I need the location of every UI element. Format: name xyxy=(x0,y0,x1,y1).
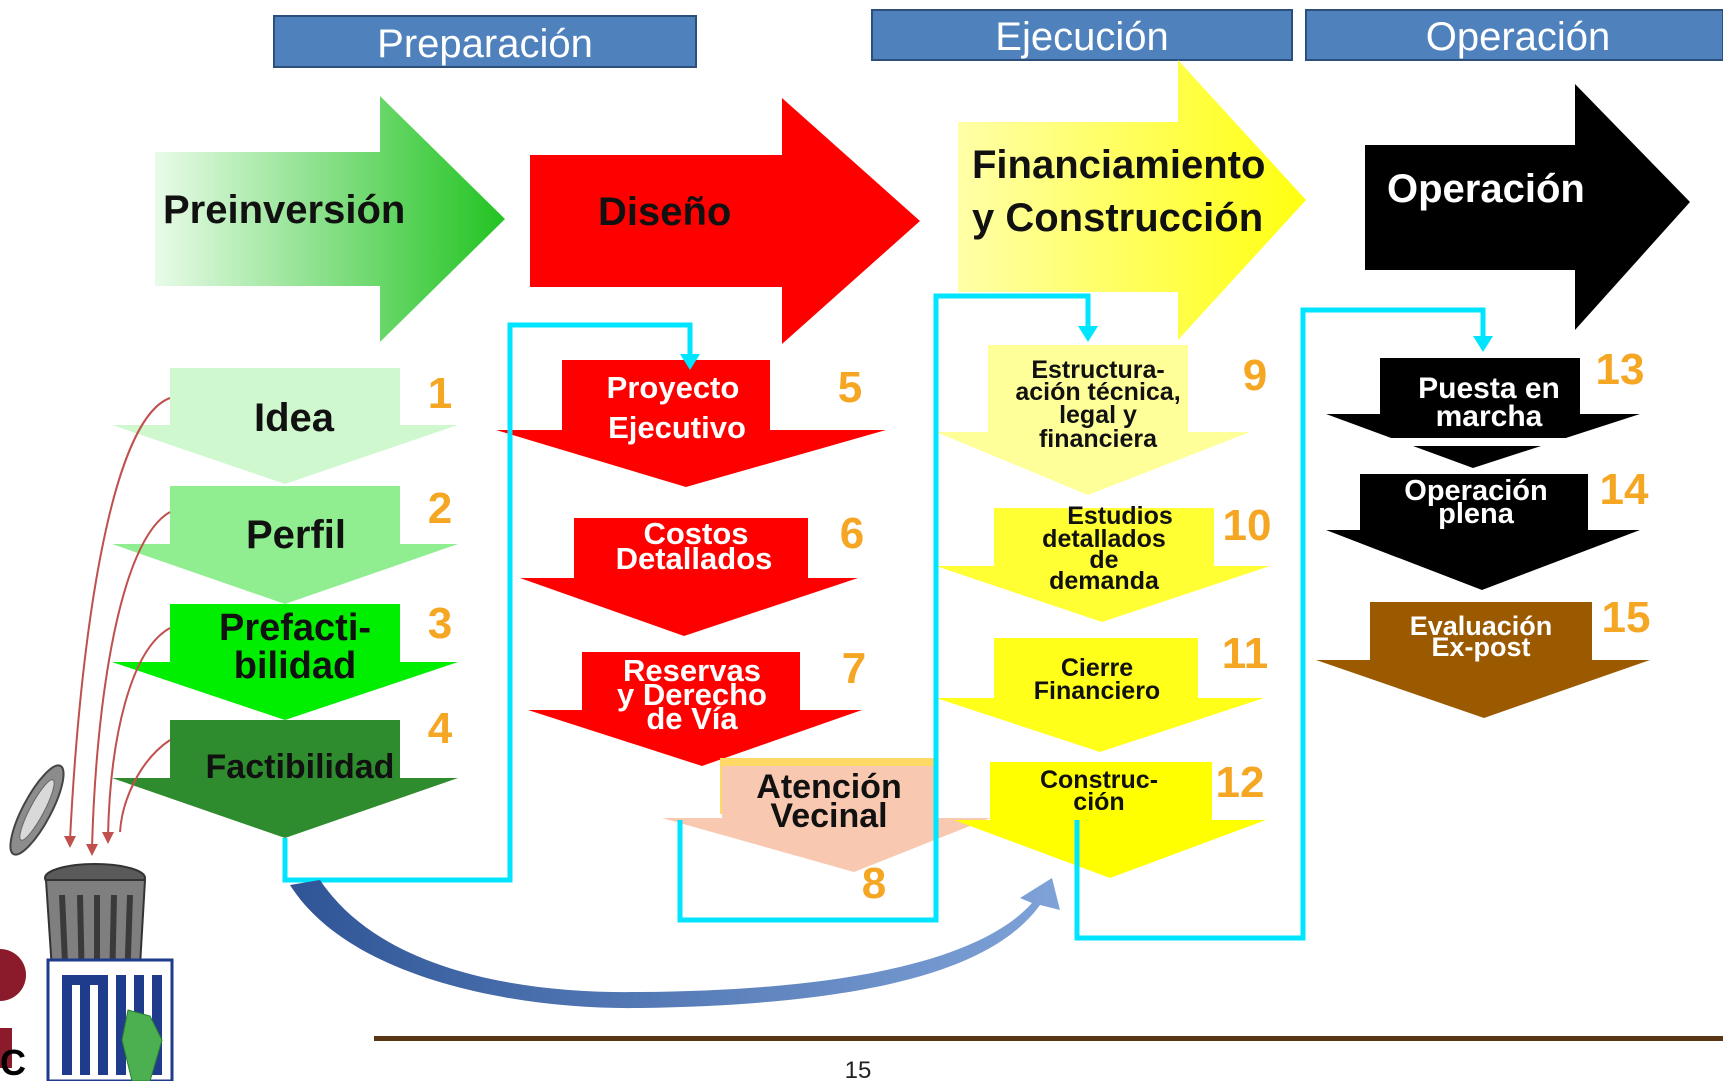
svg-text:Preinversión: Preinversión xyxy=(163,188,405,232)
svg-text:Estructura-: Estructura- xyxy=(1031,356,1164,384)
svg-text:financiera: financiera xyxy=(1039,425,1158,453)
svg-text:bilidad: bilidad xyxy=(234,645,356,687)
svg-text:2: 2 xyxy=(428,484,452,533)
svg-text:3: 3 xyxy=(428,599,452,648)
step-10-estudios: Estudios detallados de demanda 10 xyxy=(936,501,1271,622)
svg-text:Operación: Operación xyxy=(1426,15,1611,59)
step-11-cierre-financiero: Cierre Financiero 11 xyxy=(936,629,1268,752)
stage-arrow-financiamiento: Financiamiento y Construcción xyxy=(958,60,1306,340)
svg-text:de Vía: de Vía xyxy=(646,701,738,736)
svg-text:11: 11 xyxy=(1222,629,1269,678)
svg-text:y Derecho: y Derecho xyxy=(617,677,767,712)
connector-diseno-to-financiamiento xyxy=(677,293,1098,923)
step-14-operacion-plena: Operación plena 14 xyxy=(1326,465,1649,590)
step-7-reservas: Reservas y Derecho de Vía 7 xyxy=(528,644,866,766)
svg-text:1: 1 xyxy=(428,369,452,418)
svg-text:demanda: demanda xyxy=(1049,567,1160,595)
svg-text:14: 14 xyxy=(1600,465,1649,514)
svg-text:8: 8 xyxy=(862,859,886,908)
svg-text:Financiamiento: Financiamiento xyxy=(972,143,1265,187)
svg-text:Perfil: Perfil xyxy=(246,513,346,557)
phase-header-preparacion: Preparación xyxy=(273,15,697,68)
svg-text:C: C xyxy=(0,1042,26,1081)
svg-text:de: de xyxy=(1089,546,1118,574)
step-9-estructuracion: Estructura- ación técnica, legal y finan… xyxy=(936,345,1267,495)
logo: C xyxy=(0,949,174,1081)
svg-text:ción: ción xyxy=(1073,788,1124,816)
step-4-factibilidad: Factibilidad 4 xyxy=(112,704,458,838)
svg-text:Puesta en: Puesta en xyxy=(1418,372,1560,405)
step-15-evaluacion-ex-post: Evaluación Ex-post 15 xyxy=(1316,593,1650,718)
svg-text:Vecinal: Vecinal xyxy=(770,797,887,835)
svg-text:Idea: Idea xyxy=(254,396,335,440)
step-5-proyecto-ejecutivo: Proyecto Ejecutivo 5 xyxy=(496,360,886,487)
phase-header-operacion: Operación xyxy=(1305,9,1723,61)
svg-text:Prefacti-: Prefacti- xyxy=(219,607,371,649)
svg-text:y Construcción: y Construcción xyxy=(972,196,1263,240)
svg-text:10: 10 xyxy=(1223,501,1272,550)
svg-text:Operación: Operación xyxy=(1404,475,1547,507)
step-1-idea: Idea 1 xyxy=(112,368,458,484)
connector-financiamiento-to-operacion xyxy=(1074,307,1493,941)
svg-text:4: 4 xyxy=(428,704,453,753)
phase-header-ejecucion: Ejecución xyxy=(871,9,1293,61)
svg-text:Reservas: Reservas xyxy=(623,653,761,688)
svg-text:ación técnica,: ación técnica, xyxy=(1015,378,1180,406)
svg-text:5: 5 xyxy=(838,363,862,412)
svg-text:Preparación: Preparación xyxy=(377,22,593,66)
svg-text:Diseño: Diseño xyxy=(598,190,731,234)
step-8-atencion-vecinal: Atención Vecinal 8 xyxy=(662,758,990,908)
svg-text:detallados: detallados xyxy=(1042,525,1166,553)
connector-preinversion-to-diseno xyxy=(282,322,700,883)
svg-text:Cierre: Cierre xyxy=(1061,654,1133,682)
discard-arrows xyxy=(64,397,171,856)
svg-text:Evaluación: Evaluación xyxy=(1410,611,1553,641)
stage-arrow-diseno: Diseño xyxy=(530,98,920,344)
svg-text:Atención: Atención xyxy=(756,768,901,806)
svg-text:12: 12 xyxy=(1216,758,1265,807)
svg-text:Construc-: Construc- xyxy=(1040,766,1158,794)
svg-text:Financiero: Financiero xyxy=(1034,677,1160,705)
svg-text:Ejecución: Ejecución xyxy=(995,15,1168,59)
stage-arrow-preinversion: Preinversión xyxy=(155,96,505,342)
svg-text:marcha: marcha xyxy=(1436,400,1543,433)
svg-text:15: 15 xyxy=(1602,593,1651,642)
page-number: 15 xyxy=(845,1057,872,1081)
svg-text:7: 7 xyxy=(842,644,866,693)
svg-text:6: 6 xyxy=(840,509,864,558)
svg-text:Ex-post: Ex-post xyxy=(1431,632,1530,662)
step-6-costos-detallados: Costos Detallados 6 xyxy=(520,509,864,636)
svg-text:Factibilidad: Factibilidad xyxy=(206,748,395,786)
step-12-construccion: Construc- ción 12 xyxy=(954,758,1266,878)
svg-text:plena: plena xyxy=(1438,498,1515,530)
svg-text:Detallados: Detallados xyxy=(616,541,773,576)
svg-text:Costos: Costos xyxy=(643,516,748,551)
step-3-prefactibilidad: Prefacti- bilidad 3 xyxy=(112,599,458,720)
svg-text:Estudios: Estudios xyxy=(1067,502,1173,530)
step-13-puesta-en-marcha: Puesta en marcha 13 xyxy=(1326,345,1644,468)
svg-text:9: 9 xyxy=(1243,351,1267,400)
svg-text:Ejecutivo: Ejecutivo xyxy=(608,410,746,445)
svg-text:13: 13 xyxy=(1596,345,1645,394)
svg-text:Operación: Operación xyxy=(1387,167,1585,211)
svg-text:Proyecto: Proyecto xyxy=(607,370,740,405)
footer-divider xyxy=(374,1036,1723,1041)
svg-text:legal y: legal y xyxy=(1059,401,1137,429)
feedback-curve-arrow xyxy=(290,878,1060,1009)
stage-arrow-operacion: Operación xyxy=(1365,84,1690,330)
step-2-perfil: Perfil 2 xyxy=(112,484,458,604)
